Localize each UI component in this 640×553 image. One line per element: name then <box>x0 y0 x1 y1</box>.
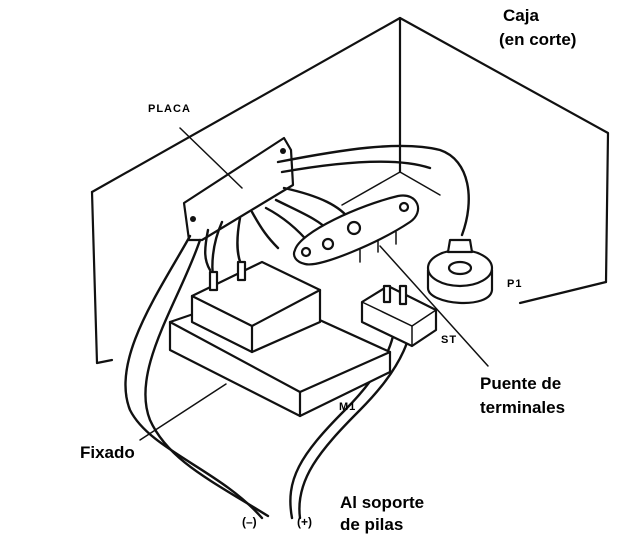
pot-label: P1 <box>507 278 522 290</box>
wire <box>282 186 352 222</box>
board-leader-line <box>179 127 243 189</box>
terminal-lug <box>300 246 312 258</box>
enclosure-box <box>90 16 610 365</box>
box-left-wall-edge <box>90 190 99 365</box>
terminal-lug <box>398 201 410 213</box>
box-left-floor-edge <box>95 358 114 365</box>
wire <box>250 210 280 250</box>
board-label: PLACA <box>148 103 191 115</box>
board-screw <box>280 148 286 154</box>
box-floor-line <box>341 171 401 206</box>
switch-label: ST <box>441 334 457 346</box>
negative-terminal-label: (–) <box>242 515 257 529</box>
wire-to-pot <box>276 144 470 237</box>
motor-terminal <box>208 270 219 292</box>
box-back-top-edge <box>90 16 610 284</box>
terminal-strip-screw <box>346 220 362 236</box>
board-edge <box>283 137 292 151</box>
wire <box>204 228 212 272</box>
wire-negative-outline <box>144 238 270 518</box>
pot-terminal <box>446 238 474 254</box>
box-right-floor-edge <box>518 280 608 305</box>
box-floor-line-right <box>399 171 441 196</box>
terminal-strip-label-line2: terminales <box>480 398 565 417</box>
potentiometer <box>426 238 494 304</box>
wire-negative <box>124 234 264 520</box>
pot-shaft <box>447 260 473 276</box>
switch-terminal <box>382 284 392 304</box>
switch-terminal <box>398 284 408 306</box>
battery-label-line2: de pilas <box>340 515 403 534</box>
terminal-leader-line <box>379 245 489 367</box>
terminal-strip-label-line1: Puente de <box>480 374 561 393</box>
fixing-label: Fixado <box>80 443 135 462</box>
fixing-leader-line <box>139 383 227 441</box>
box-label-line1: Caja <box>503 6 539 25</box>
battery-label-line1: Al soporte <box>340 493 424 512</box>
terminal-lug <box>321 237 335 251</box>
motor-terminal <box>236 260 247 282</box>
wire <box>280 160 432 174</box>
motor-block <box>190 260 322 354</box>
terminal-strip <box>292 194 489 367</box>
circuit-board <box>179 127 295 242</box>
board-screw <box>190 216 196 222</box>
switch <box>360 284 438 348</box>
box-label-line2: (en corte) <box>499 30 576 49</box>
motor-assembly <box>139 260 392 441</box>
motor-label: M1 <box>339 401 356 413</box>
positive-terminal-label: (+) <box>297 515 312 529</box>
